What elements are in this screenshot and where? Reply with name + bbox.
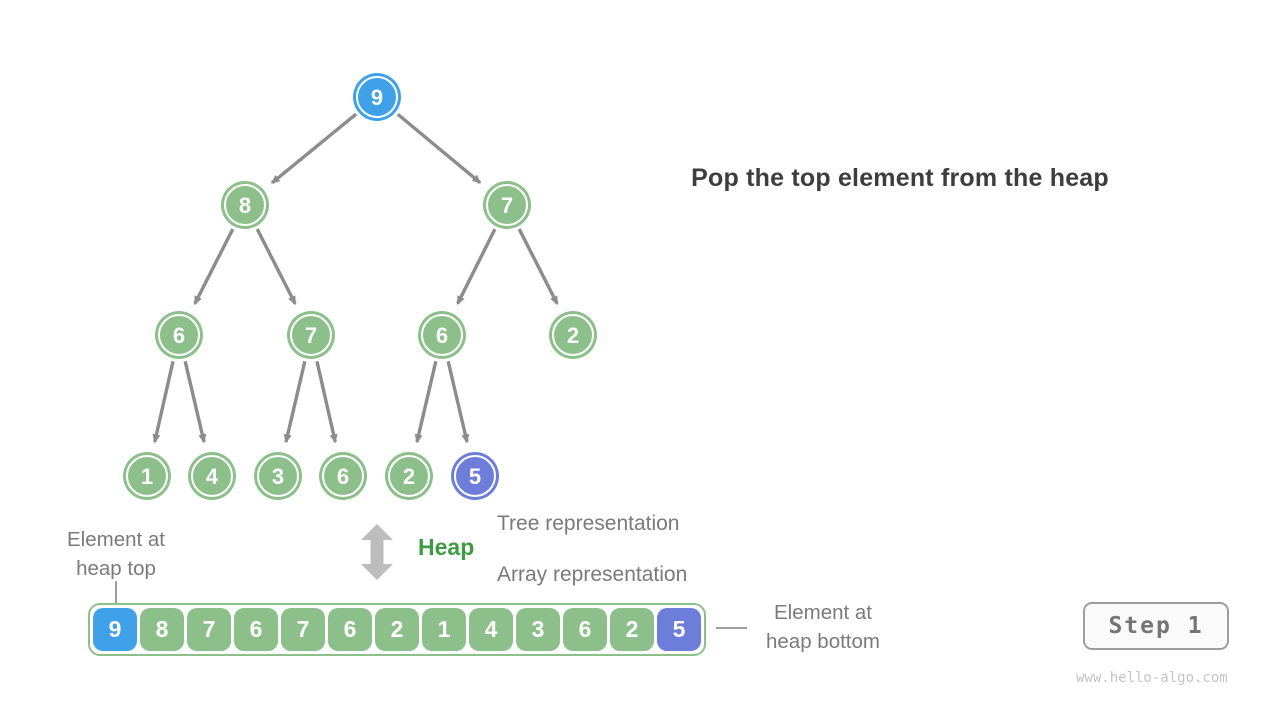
tree-node-9: 3 bbox=[254, 452, 302, 500]
tree-edge bbox=[517, 228, 559, 306]
tree-node-value: 7 bbox=[305, 323, 317, 348]
tree-node-value: 7 bbox=[501, 193, 513, 218]
heap-label: Heap bbox=[418, 534, 475, 560]
heap-bottom-connector-line bbox=[716, 627, 747, 629]
tree-edge bbox=[396, 112, 482, 184]
tree-node-11: 2 bbox=[385, 452, 433, 500]
tree-edge bbox=[315, 360, 338, 444]
tree-node-6: 2 bbox=[549, 311, 597, 359]
array-cell-5: 6 bbox=[328, 608, 372, 651]
tree-node-12: 5 bbox=[451, 452, 499, 500]
heap-tree-figure: 9 8 7 6 7 6 2 1 4 3 6 2 5 bbox=[123, 73, 597, 500]
array-cell-8: 4 bbox=[469, 608, 513, 651]
tree-edge bbox=[456, 228, 497, 306]
tree-node-value: 2 bbox=[567, 323, 579, 348]
array-cell-3: 6 bbox=[234, 608, 278, 651]
tree-node-7: 1 bbox=[123, 452, 171, 500]
array-cell-7: 1 bbox=[422, 608, 466, 651]
tree-node-value: 6 bbox=[337, 464, 349, 489]
tree-edge bbox=[283, 360, 307, 444]
array-cell-11: 2 bbox=[610, 608, 654, 651]
tree-node-value: 3 bbox=[272, 464, 284, 489]
array-cell-2: 7 bbox=[187, 608, 231, 651]
array-cell-10: 6 bbox=[563, 608, 607, 651]
tree-edge bbox=[446, 360, 470, 444]
array-cell-4: 7 bbox=[281, 608, 325, 651]
tree-node-5: 6 bbox=[418, 311, 466, 359]
tree-node-10: 6 bbox=[319, 452, 367, 500]
array-cell-12: 5 bbox=[657, 608, 701, 651]
tree-edge bbox=[152, 360, 175, 444]
heap-top-label-line1: Element at bbox=[67, 528, 165, 551]
tree-node-8: 4 bbox=[188, 452, 236, 500]
tree-node-value: 2 bbox=[403, 464, 415, 489]
heap-top-connector-line bbox=[115, 581, 117, 603]
array-cell-6: 2 bbox=[375, 608, 419, 651]
tree-node-0: 9 bbox=[353, 73, 401, 121]
heap-double-arrow-icon bbox=[361, 524, 393, 580]
tree-edge bbox=[414, 360, 438, 444]
figure-title: Pop the top element from the heap bbox=[691, 164, 1109, 192]
tree-edge bbox=[193, 228, 235, 306]
tree-node-value: 6 bbox=[436, 323, 448, 348]
array-cell-9: 3 bbox=[516, 608, 560, 651]
tree-node-2: 7 bbox=[483, 181, 531, 229]
tree-edge bbox=[255, 228, 297, 306]
heap-bottom-label-line1: Element at bbox=[774, 601, 872, 624]
heap-bottom-label-line2: heap bottom bbox=[766, 630, 880, 653]
tree-edge bbox=[183, 360, 207, 444]
watermark-url: www.hello-algo.com bbox=[1076, 670, 1228, 686]
tree-node-1: 8 bbox=[221, 181, 269, 229]
tree-node-value: 9 bbox=[371, 85, 383, 110]
tree-node-3: 6 bbox=[155, 311, 203, 359]
array-cell-1: 8 bbox=[140, 608, 184, 651]
tree-node-value: 4 bbox=[206, 464, 219, 489]
heap-top-label: Element at heap top bbox=[36, 525, 196, 583]
tree-edge bbox=[270, 112, 358, 185]
heap-bottom-label: Element at heap bottom bbox=[748, 598, 898, 656]
tree-node-value: 5 bbox=[469, 464, 481, 489]
tree-node-4: 7 bbox=[287, 311, 335, 359]
tree-node-value: 1 bbox=[141, 464, 153, 489]
tree-node-value: 8 bbox=[239, 193, 251, 218]
heap-top-label-line2: heap top bbox=[76, 557, 156, 580]
step-badge: Step 1 bbox=[1083, 602, 1229, 650]
tree-representation-label: Tree representation bbox=[497, 512, 680, 535]
array-cell-0: 9 bbox=[93, 608, 137, 651]
tree-node-value: 6 bbox=[173, 323, 185, 348]
array-representation-label: Array representation bbox=[497, 563, 688, 586]
